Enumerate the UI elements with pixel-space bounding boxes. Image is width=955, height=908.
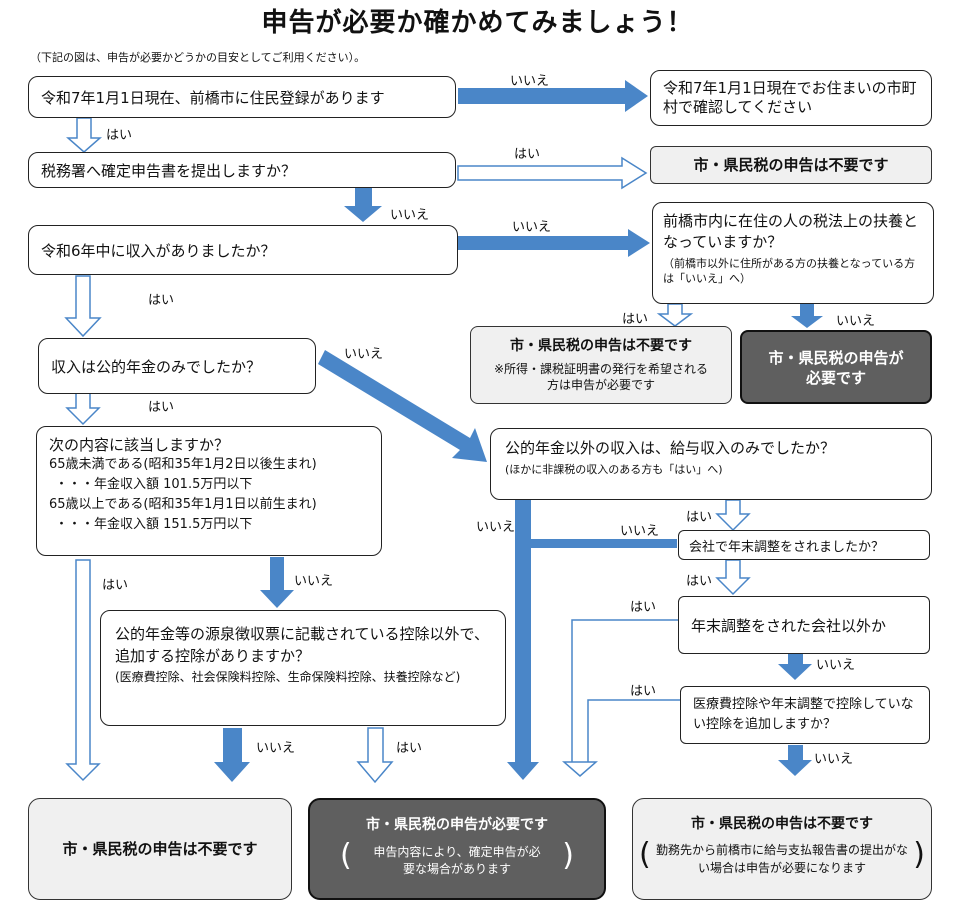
page-subtitle: （下記の図は、申告が必要かどうかの目安としてご利用ください）。	[30, 51, 366, 64]
label-yes: はい	[622, 312, 649, 327]
result-not-required-2: 市・県民税の申告は不要です ※所得・課税証明書の発行を希望される方は申告が必要で…	[470, 326, 732, 404]
arrow-q1-no	[458, 80, 648, 112]
final2-note: 申告内容により、確定申告が必要な場合があります	[373, 845, 541, 876]
q6-note: (医療費控除、社会保険料控除、生命保険料控除、扶養控除など)	[115, 670, 461, 684]
label-yes: はい	[102, 578, 129, 593]
final2-text: 市・県民税の申告が必要です	[366, 817, 548, 833]
label-yes: はい	[396, 741, 423, 756]
label-yes: はい	[630, 600, 657, 615]
final3-note: 勤務先から前橋市に給与支払報告書の提出がない場合は申告が必要になります	[655, 843, 908, 875]
arrow-q8-no	[531, 539, 677, 548]
arrow-q3b-no	[791, 304, 823, 328]
arrow-q1-yes	[66, 117, 102, 153]
label-no: いいえ	[836, 314, 876, 329]
q5-line1: 次の内容に該当しますか？	[49, 436, 230, 454]
arrow-q9-yes-line	[571, 619, 678, 762]
q7-note: (ほかに非課税の収入のある方も「はい」へ)	[505, 463, 723, 476]
q7-text: 公的年金以外の収入は、給与収入のみでしたか？	[505, 439, 836, 457]
arrow-q6-yes	[356, 727, 394, 784]
q5-line5: ・・・年金収入額 151.5万円以下	[55, 517, 253, 532]
final-not-required-right: 市・県民税の申告は不要です ( 勤務先から前橋市に給与支払報告書の提出がない場合…	[632, 798, 932, 900]
page-title: 申告が必要か確かめてみましょう！	[261, 8, 694, 38]
label-yes: はい	[514, 147, 541, 162]
arrow-q9-yes-head	[562, 761, 598, 777]
q5-line2: 65歳未満である(昭和35年1月2日以後生まれ)	[49, 457, 317, 472]
arrow-q2-yes	[457, 156, 648, 190]
label-no: いいえ	[390, 208, 430, 223]
label-no: いいえ	[620, 524, 660, 539]
question-salary-only: 公的年金以外の収入は、給与収入のみでしたか？ (ほかに非課税の収入のある方も「は…	[490, 428, 932, 500]
result-not-required-2-note: ※所得・課税証明書の発行を希望される方は申告が必要です	[493, 362, 709, 392]
final-not-required-left: 市・県民税の申告は不要です	[28, 798, 292, 900]
question-dependent: 前橋市内に在住の人の税法上の扶養となっていますか？ （前橋市以外に住所がある方の…	[652, 202, 934, 304]
label-yes: はい	[686, 574, 713, 589]
arrow-q2-no	[344, 187, 382, 222]
label-yes: はい	[106, 128, 133, 143]
q10-text: 医療費控除や年末調整で控除していない控除を追加しますか？	[693, 697, 914, 732]
arrow-q9-no	[778, 654, 812, 680]
result-not-required-1-text: 市・県民税の申告は不要です	[693, 156, 889, 174]
label-no: いいえ	[814, 752, 854, 767]
label-yes: はい	[148, 400, 175, 415]
result-confirm-municipality-text: 令和7年1月1日現在でお住まいの市町村で確認してください	[663, 79, 917, 116]
arrow-q3-yes	[64, 275, 102, 338]
label-no: いいえ	[476, 520, 516, 535]
arrow-q7-yes	[715, 499, 751, 532]
q5-line3: ・・・年金収入額 101.5万円以下	[55, 477, 253, 492]
arrow-q4-yes	[65, 392, 101, 426]
question-dependent-note: （前橋市以外に住所がある方の扶養となっている方は「いいえ」へ）	[663, 257, 916, 285]
q6-text: 公的年金等の源泉徴収票に記載されている控除以外で、追加する控除がありますか？	[115, 625, 489, 665]
question-tax-return-text: 税務署へ確定申告書を提出しますか？	[41, 161, 297, 180]
result-not-required-2-text: 市・県民税の申告は不要です	[510, 338, 692, 354]
result-required-1: 市・県民税の申告が必要です	[740, 330, 932, 404]
final3-text: 市・県民税の申告は不要です	[691, 816, 873, 832]
q5-line4: 65歳以上である(昭和35年1月1日以前生まれ)	[49, 497, 317, 512]
arrow-q7-no	[507, 500, 539, 780]
arrow-q6-no	[214, 728, 250, 782]
question-dependent-text: 前橋市内に在住の人の税法上の扶養となっていますか？	[663, 212, 919, 251]
arrow-q5-yes	[65, 559, 101, 782]
question-pension-only-text: 収入は公的年金のみでしたか？	[51, 357, 262, 376]
label-yes: はい	[686, 510, 713, 525]
question-residency: 令和7年1月1日現在、前橋市に住民登録があります	[28, 76, 456, 118]
arrow-q10-no	[778, 745, 812, 776]
arrow-q10-yes-line	[587, 699, 680, 762]
final1-text: 市・県民税の申告は不要です	[62, 840, 258, 858]
label-no: いいえ	[344, 347, 384, 362]
label-no: いいえ	[256, 741, 296, 756]
q8-text: 会社で年末調整をされましたか？	[689, 539, 885, 555]
result-confirm-municipality: 令和7年1月1日現在でお住まいの市町村で確認してください	[650, 70, 932, 126]
label-no: いいえ	[294, 574, 334, 589]
q9-text: 年末調整をされた会社以外か	[691, 616, 887, 635]
arrow-q3-no	[458, 229, 650, 257]
question-other-company: 年末調整をされた会社以外か	[678, 596, 930, 654]
question-income-r6: 令和6年中に収入がありましたか？	[28, 225, 458, 275]
question-pension-criteria: 次の内容に該当しますか？ 65歳未満である(昭和35年1月2日以後生まれ) ・・…	[36, 426, 382, 556]
question-residency-text: 令和7年1月1日現在、前橋市に住民登録があります	[41, 88, 385, 107]
label-no: いいえ	[816, 658, 856, 673]
label-yes: はい	[148, 293, 175, 308]
arrow-q3b-yes	[656, 303, 694, 327]
final-required-center: 市・県民税の申告が必要です ( 申告内容により、確定申告が必要な場合があります …	[308, 798, 606, 900]
question-additional-deduction: 公的年金等の源泉徴収票に記載されている控除以外で、追加する控除がありますか？ (…	[100, 610, 506, 726]
question-pension-only: 収入は公的年金のみでしたか？	[38, 338, 316, 394]
label-no: いいえ	[510, 74, 550, 89]
arrow-q4-no	[318, 350, 487, 462]
question-tax-return: 税務署へ確定申告書を提出しますか？	[28, 152, 456, 188]
result-required-1-text: 市・県民税の申告が必要です	[768, 349, 904, 387]
label-yes: はい	[630, 684, 657, 699]
arrow-q8-yes	[715, 559, 751, 596]
question-income-r6-text: 令和6年中に収入がありましたか？	[41, 241, 276, 260]
question-add-deduction: 医療費控除や年末調整で控除していない控除を追加しますか？	[680, 686, 930, 744]
label-no: いいえ	[512, 220, 552, 235]
question-year-end-adjustment: 会社で年末調整をされましたか？	[678, 530, 930, 560]
arrow-q5-no	[260, 557, 294, 608]
result-not-required-1: 市・県民税の申告は不要です	[650, 146, 932, 184]
